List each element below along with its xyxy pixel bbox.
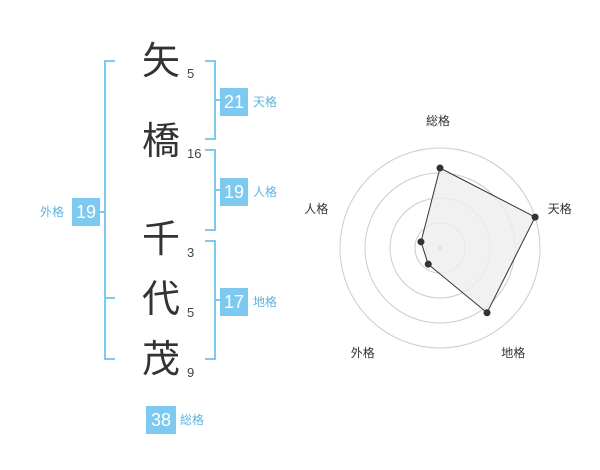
name-char-2: 橋 bbox=[141, 119, 180, 163]
name-char-1: 矢 bbox=[141, 39, 180, 83]
radar-axis-label-5: 人格 bbox=[304, 202, 329, 217]
tenkaku-badge: 21 bbox=[220, 88, 248, 116]
soukaku-badge: 38 bbox=[146, 406, 176, 434]
gaikaku-bracket bbox=[104, 60, 115, 360]
name-char-5: 茂 bbox=[141, 337, 180, 381]
soukaku-label: 総格 bbox=[180, 413, 205, 427]
gaikaku-split-tick bbox=[104, 297, 115, 299]
radar-series-polygon bbox=[420, 167, 536, 314]
radar-axis-label-3: 地格 bbox=[501, 345, 526, 360]
radar-point-4 bbox=[424, 260, 432, 268]
gaikaku-badge: 19 bbox=[72, 198, 100, 226]
radar-axis-label-2: 天格 bbox=[547, 202, 572, 217]
name-char-3: 千 bbox=[141, 217, 180, 261]
radar-point-2 bbox=[531, 213, 539, 221]
stroke-count-2: 16 bbox=[187, 146, 202, 161]
chikaku-label: 地格 bbox=[253, 295, 278, 309]
gaikaku-tick bbox=[98, 211, 105, 213]
stroke-count-3: 3 bbox=[187, 245, 195, 260]
radar-point-3 bbox=[483, 309, 491, 317]
jinkaku-tick bbox=[214, 189, 220, 191]
stroke-count-4: 5 bbox=[187, 305, 195, 320]
stroke-count-5: 9 bbox=[187, 365, 195, 380]
name-char-4: 代 bbox=[141, 277, 180, 321]
jinkaku-label: 人格 bbox=[253, 185, 278, 199]
gaikaku-label: 外格 bbox=[40, 205, 65, 219]
radar-axis-label-4: 外格 bbox=[350, 345, 375, 360]
chikaku-tick bbox=[214, 299, 220, 301]
jinkaku-badge: 19 bbox=[220, 178, 248, 206]
stroke-count-1: 5 bbox=[187, 66, 195, 81]
chikaku-badge: 17 bbox=[220, 288, 248, 316]
tenkaku-label: 天格 bbox=[253, 95, 278, 109]
tenkaku-tick bbox=[214, 99, 220, 101]
radar-axis-label-1: 総格 bbox=[426, 114, 451, 128]
radar-ring bbox=[339, 147, 541, 349]
radar-point-1 bbox=[436, 164, 444, 172]
radar-point-5 bbox=[417, 238, 425, 246]
